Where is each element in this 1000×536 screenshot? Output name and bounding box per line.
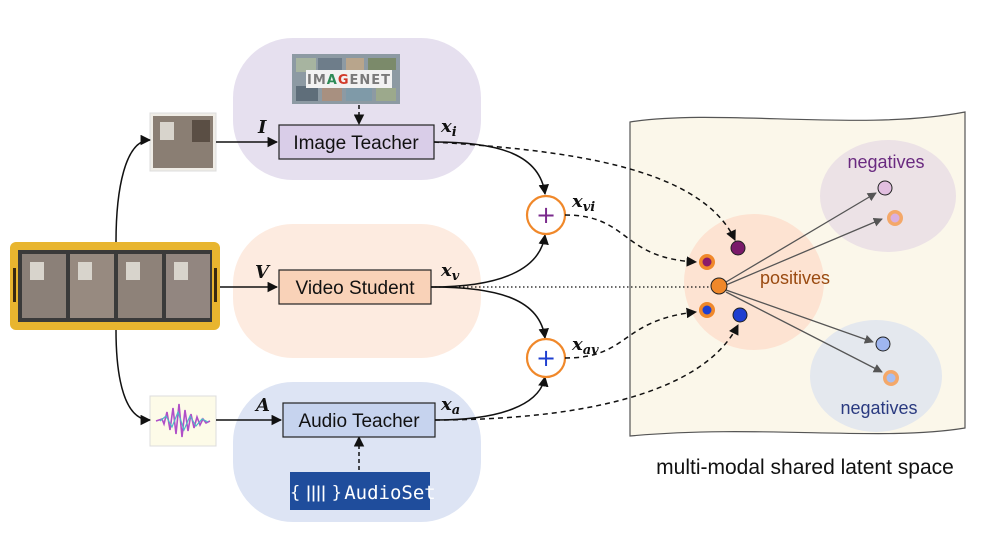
- latent-space-caption: multi-modal shared latent space: [656, 456, 954, 479]
- audio-waveform-thumbnail: [149, 395, 217, 447]
- negatives-bottom-label: negatives: [840, 398, 917, 418]
- image-positive-point: [730, 240, 746, 256]
- imagenet-letter: M: [313, 73, 327, 88]
- imagenet-letter: G: [338, 73, 350, 88]
- image-output-sub: i: [452, 125, 457, 140]
- negatives-top-label: negatives: [847, 152, 924, 172]
- anchor-to-neg-bottom-2: [725, 291, 883, 373]
- svg-text:IMAGENET: IMAGENET: [307, 73, 391, 88]
- image-output-symbol: xi: [440, 116, 457, 140]
- fusion-vi-symbol: xvi: [571, 191, 595, 215]
- audio-output-symbol: xa: [440, 394, 460, 418]
- image-teacher-box: Image Teacher: [278, 124, 435, 160]
- anchor-to-neg-top-2: [725, 218, 883, 286]
- negative-audio-point: [875, 336, 891, 352]
- fusion-vi-operator: +: [536, 201, 556, 229]
- imagenet-letter: E: [371, 73, 381, 88]
- imagenet-letter: E: [349, 73, 359, 88]
- anchor-to-neg-top-1: [725, 192, 877, 283]
- negative-fused-vi-core: [890, 213, 900, 223]
- image-teacher-label: Image Teacher: [293, 133, 419, 154]
- imagenet-letter: N: [359, 73, 371, 88]
- video-output-sub: v: [452, 269, 460, 284]
- video-frames-thumbnail: [10, 242, 220, 330]
- video-to-audio-branch: [115, 329, 152, 426]
- imagenet-logo: IMAGENET: [292, 54, 400, 104]
- image-input-symbol: I: [257, 117, 267, 138]
- image-to-fusion-vi: [433, 141, 549, 196]
- fusion-vi-to-latent-arrow: [564, 214, 698, 267]
- positives-label: positives: [760, 268, 830, 288]
- imagenet-letter: A: [327, 73, 338, 88]
- fusion-node-vi: +: [525, 194, 567, 236]
- fusion-av-x: x: [571, 334, 583, 355]
- fusion-av-to-latent-arrow: [564, 307, 698, 359]
- fusion-av-operator: +: [536, 344, 556, 372]
- audioset-logo: { ǀǀǀǀ } AudioSet: [290, 472, 436, 510]
- audio-input-symbol: A: [254, 395, 270, 416]
- video-output-x: x: [440, 260, 452, 281]
- video-to-fusion-vi: [430, 233, 549, 288]
- video-to-image-branch: [115, 134, 152, 243]
- fusion-vi-x: x: [571, 191, 583, 212]
- audio-output-sub: a: [452, 403, 460, 418]
- video-student-label: Video Student: [295, 278, 415, 299]
- negatives-top-region: [820, 140, 956, 252]
- fused-vi-positive-core: [702, 257, 712, 267]
- audio-output-x: x: [440, 394, 452, 415]
- audioset-name: AudioSet: [344, 482, 436, 504]
- audio-positive-point: [732, 307, 748, 323]
- negatives-bottom-region: [810, 320, 942, 432]
- fusion-vi-sub: vi: [583, 200, 596, 215]
- fused-av-positive-core: [702, 305, 712, 315]
- audioset-braces: { ǀǀǀǀ }: [290, 483, 343, 503]
- image-frame-thumbnail: [149, 112, 217, 172]
- anchor-point: [710, 277, 728, 295]
- audio-teacher-box: Audio Teacher: [282, 402, 436, 438]
- video-to-fusion-av: [430, 286, 549, 340]
- video-student-box: Video Student: [278, 269, 432, 305]
- video-output-symbol: xv: [440, 260, 460, 284]
- image-output-x: x: [440, 116, 452, 137]
- positives-region: [684, 214, 824, 350]
- negative-fused-av-core: [886, 373, 896, 383]
- video-input-symbol: V: [255, 262, 271, 283]
- fusion-node-av: +: [525, 337, 567, 379]
- fusion-av-sub: av: [583, 343, 599, 358]
- imagenet-letter: I: [307, 73, 313, 88]
- anchor-to-neg-bottom-1: [725, 289, 874, 344]
- imagenet-letter: T: [381, 73, 391, 88]
- audio-teacher-label: Audio Teacher: [298, 411, 420, 432]
- audio-to-latent-arrow: [434, 324, 739, 421]
- negative-image-point: [877, 180, 893, 196]
